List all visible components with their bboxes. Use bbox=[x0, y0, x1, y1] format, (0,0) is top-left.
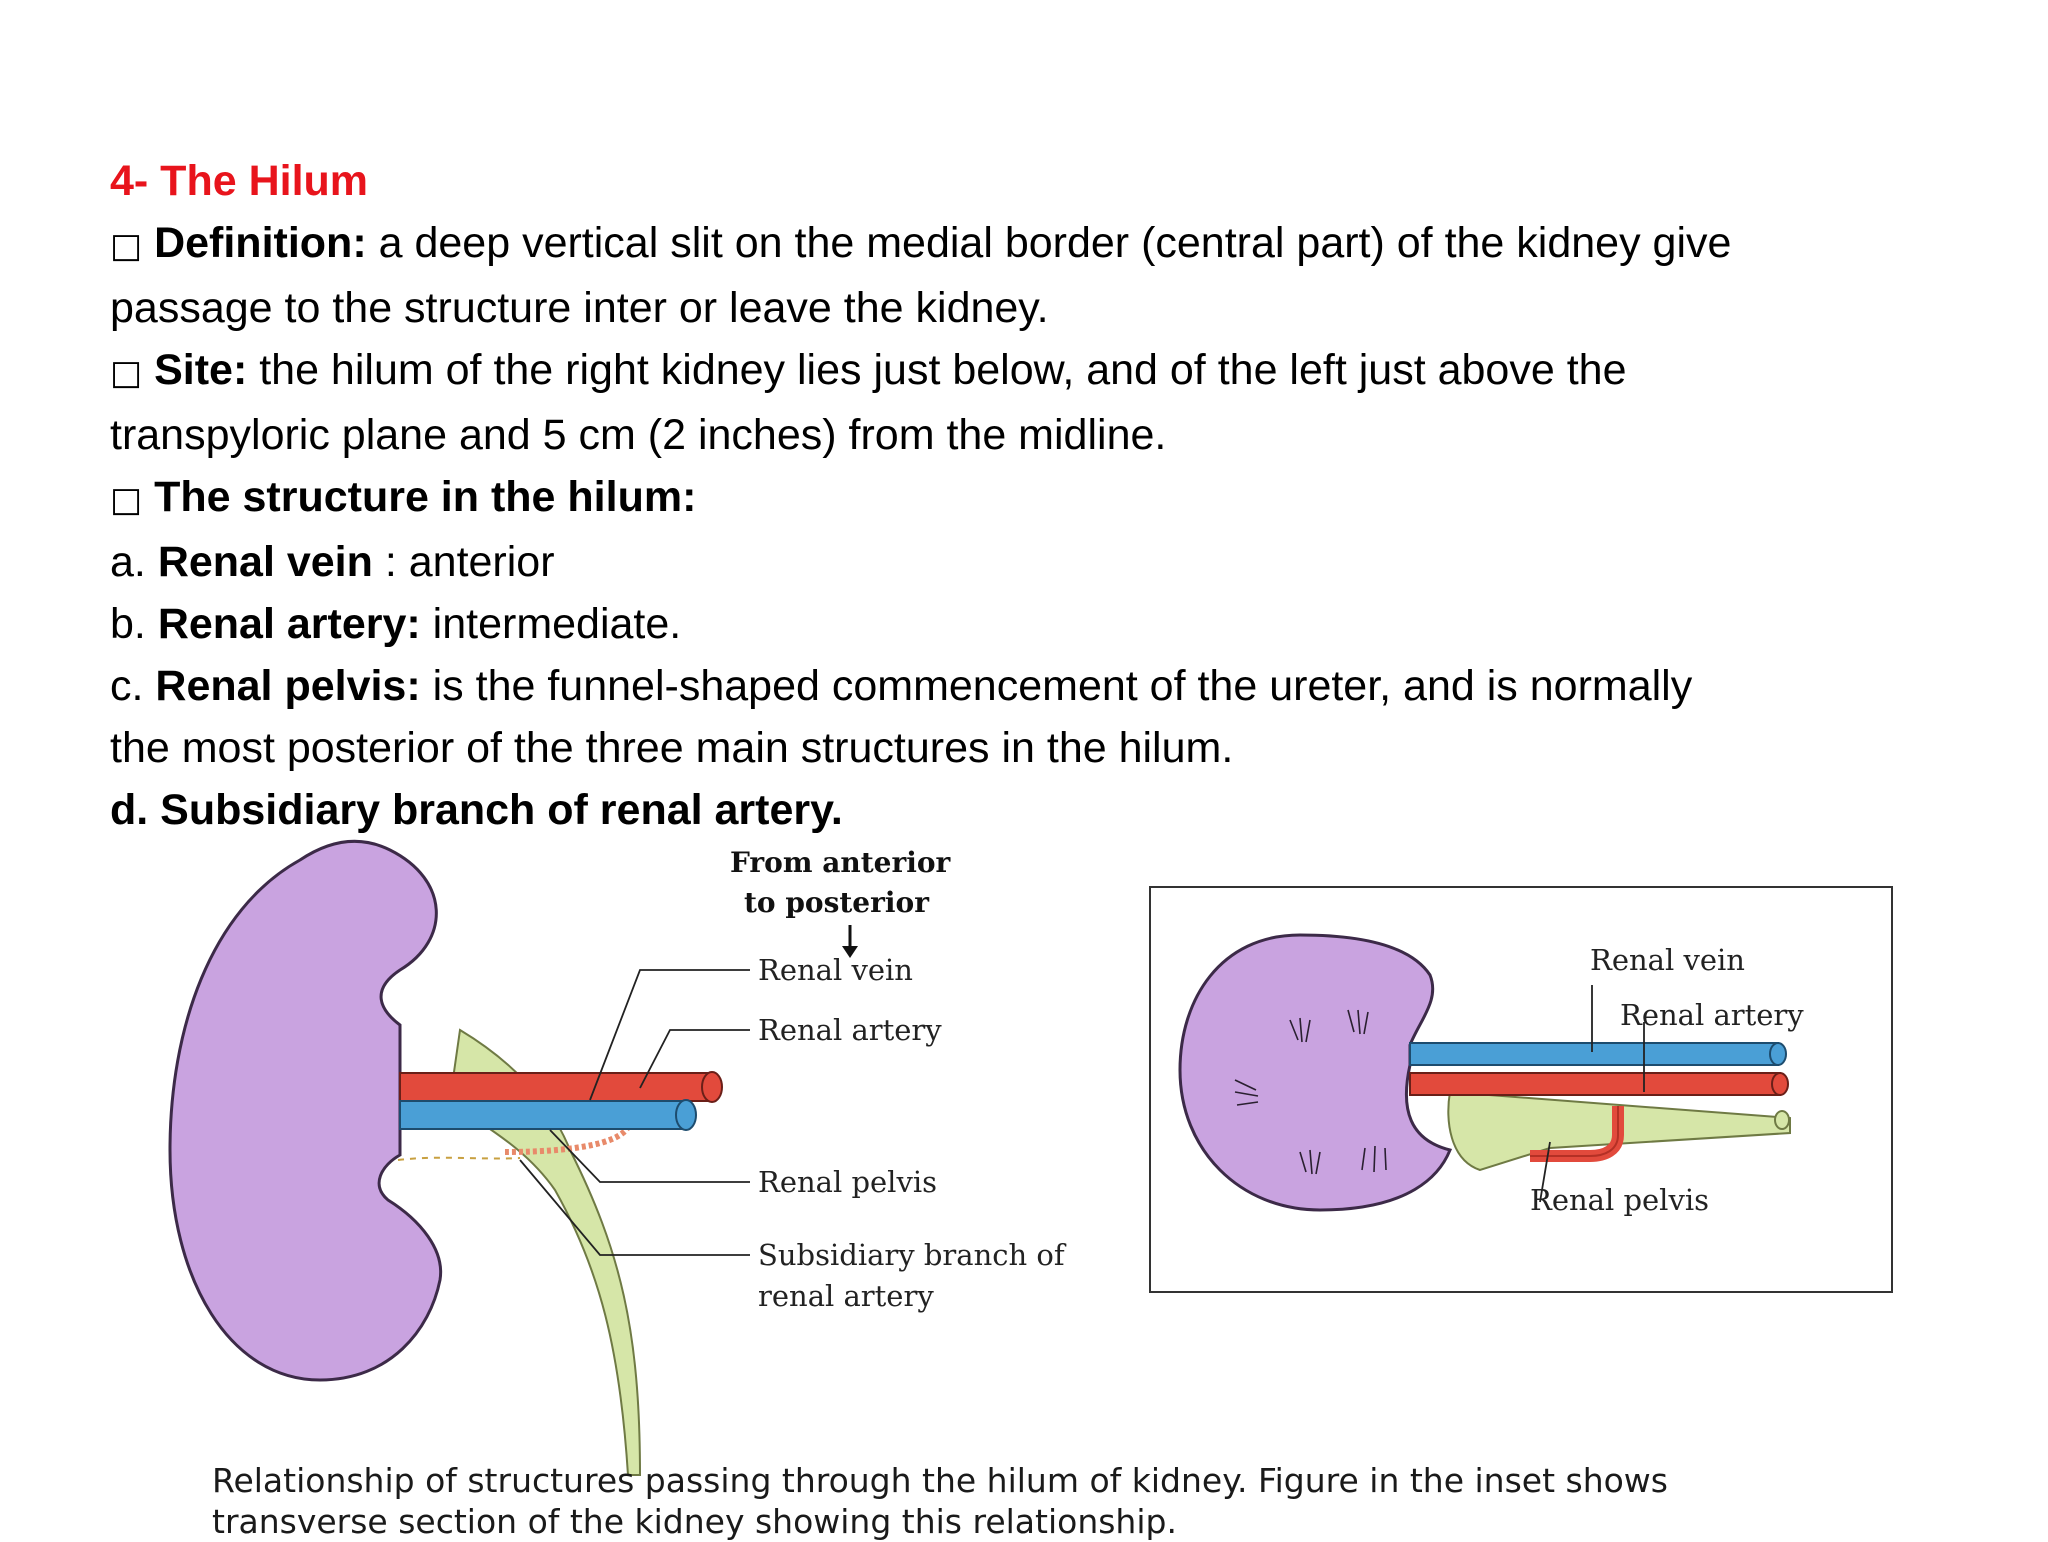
inset-label-renal-pelvis: Renal pelvis bbox=[1530, 1183, 1709, 1217]
inset-label-renal-vein: Renal vein bbox=[1590, 943, 1745, 977]
figure-caption: Relationship of structures passing throu… bbox=[212, 1460, 1912, 1542]
item-text: is the funnel-shaped commencement of the… bbox=[420, 662, 1693, 710]
item-prefix: a. bbox=[110, 538, 158, 586]
item-label: Renal vein bbox=[157, 538, 373, 586]
list-item-renal-vein: a. Renal vein : anterior bbox=[110, 531, 1950, 593]
definition-text-1: a deep vertical slit on the medial borde… bbox=[366, 219, 1732, 267]
site-paragraph: □ Site: the hilum of the right kidney li… bbox=[110, 339, 1950, 404]
item-text: intermediate. bbox=[420, 600, 682, 648]
bullet-icon: □ bbox=[110, 353, 143, 393]
list-item-subsidiary-branch: d. Subsidiary branch of renal artery. bbox=[110, 779, 1950, 841]
item-prefix: c. bbox=[110, 662, 156, 710]
definition-paragraph: □ Definition: a deep vertical slit on th… bbox=[110, 212, 1950, 277]
direction-label-2: to posterior bbox=[744, 886, 930, 919]
slide-heading: 4- The Hilum bbox=[110, 157, 369, 205]
inset-label-renal-artery: Renal artery bbox=[1620, 998, 1804, 1032]
caption-line-1: Relationship of structures passing throu… bbox=[212, 1461, 1668, 1500]
list-item-renal-pelvis: c. Renal pelvis: is the funnel-shaped co… bbox=[110, 655, 1950, 717]
bullet-icon: □ bbox=[110, 226, 143, 266]
inset-diagram: Renal vein Renal artery Renal pelvis bbox=[1149, 886, 1893, 1293]
structures-heading: The structure in the hilum: bbox=[154, 473, 697, 521]
kidney-hilum-figure: From anterior to posterior Renal vein Re… bbox=[168, 839, 1893, 1476]
subsidiary-branch bbox=[504, 1085, 633, 1155]
main-diagram: From anterior to posterior Renal vein Re… bbox=[168, 839, 1067, 1476]
site-text-2: transpyloric plane and 5 cm (2 inches) f… bbox=[110, 411, 1167, 459]
label-subsidiary-2: renal artery bbox=[758, 1279, 934, 1313]
inset-kidney bbox=[1178, 933, 1453, 1212]
slide-text: 4- The Hilum □ Definition: a deep vertic… bbox=[110, 150, 1950, 841]
label-renal-pelvis: Renal pelvis bbox=[758, 1165, 937, 1199]
item-label: Renal pelvis: bbox=[155, 662, 421, 710]
definition-label: Definition: bbox=[154, 219, 367, 267]
kidney bbox=[168, 839, 443, 1382]
list-item-renal-pelvis-cont: the most posterior of the three main str… bbox=[110, 724, 1234, 772]
arrow-down-icon bbox=[842, 946, 858, 958]
renal-artery-vessel bbox=[399, 1072, 713, 1102]
item-text: : anterior bbox=[372, 538, 555, 586]
site-text-1: the hilum of the right kidney lies just … bbox=[247, 346, 1627, 394]
renal-vein-vessel bbox=[399, 1100, 687, 1130]
item-label: Renal artery: bbox=[157, 600, 421, 648]
list-item-renal-artery: b. Renal artery: intermediate. bbox=[110, 593, 1950, 655]
item-prefix: b. bbox=[110, 600, 158, 648]
bullet-icon: □ bbox=[110, 480, 143, 520]
item-label: d. Subsidiary branch of renal artery. bbox=[110, 786, 843, 834]
label-subsidiary-1: Subsidiary branch of bbox=[758, 1238, 1067, 1272]
direction-label-1: From anterior bbox=[730, 846, 952, 879]
site-label: Site: bbox=[154, 346, 248, 394]
label-renal-vein: Renal vein bbox=[758, 953, 913, 987]
caption-line-2: transverse section of the kidney showing… bbox=[212, 1502, 1177, 1541]
definition-text-2: passage to the structure inter or leave … bbox=[110, 284, 1049, 332]
label-renal-artery: Renal artery bbox=[758, 1013, 942, 1047]
structures-heading-line: □ The structure in the hilum: bbox=[110, 466, 1950, 531]
